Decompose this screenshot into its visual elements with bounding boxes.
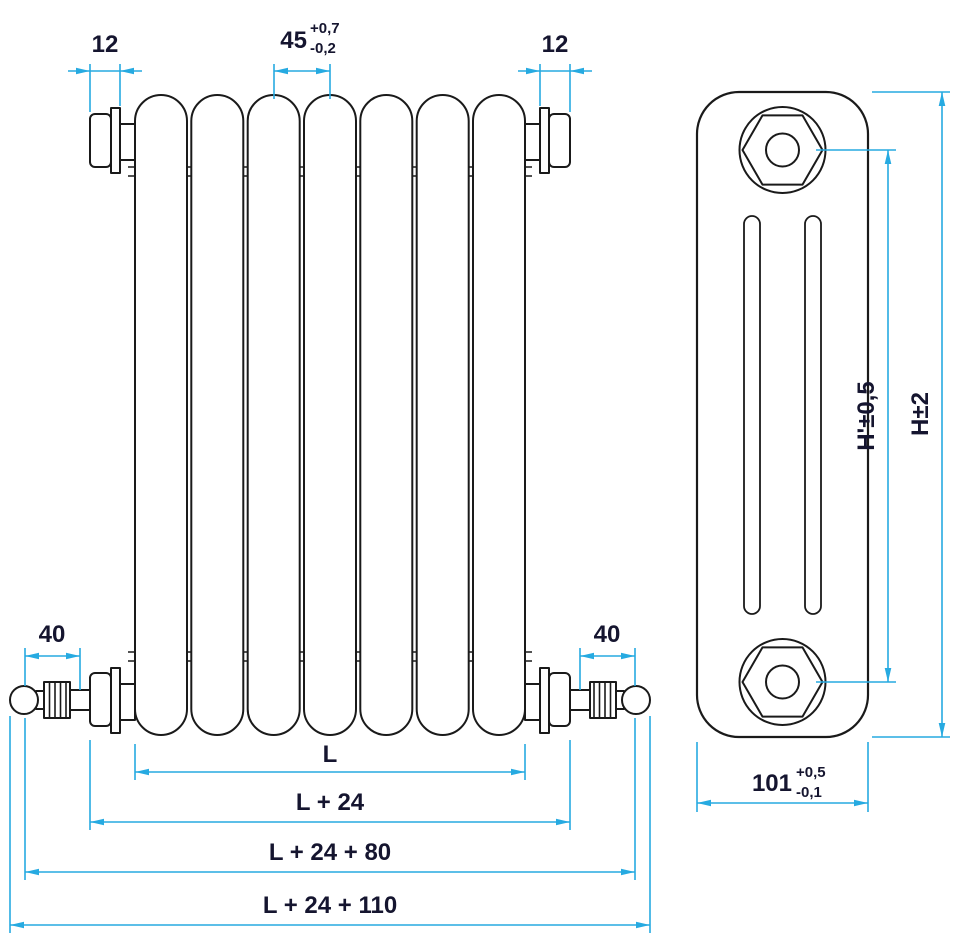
valve-stub: [69, 689, 91, 711]
dim-length-plugs: L + 24: [89, 740, 571, 830]
radiator-tube: [190, 94, 245, 736]
dimensions: 12 45 +0,7 -0,2 12 40: [9, 20, 950, 933]
dim-length: L: [134, 741, 526, 780]
radiator-tube: [134, 94, 188, 736]
dim-overall-height: H±2: [872, 91, 950, 738]
dim-label-length-overall: L + 24 + 110: [263, 892, 397, 919]
radiator-front-view: [9, 94, 651, 736]
plug-flange: [539, 107, 550, 174]
dim-length-overall: L + 24 + 110: [9, 716, 651, 933]
dim-tolerance-minus: -0,1: [796, 784, 822, 801]
valve-stub: [569, 689, 591, 711]
dim-tolerance-plus: +0,7: [310, 20, 340, 37]
valve-ball: [621, 685, 651, 715]
plug-cap: [548, 672, 571, 727]
front-tubes: [134, 94, 526, 736]
dim-label-length-plugs: L + 24: [296, 789, 365, 816]
dim-label-pitch: 45: [280, 27, 307, 54]
bushing-bore-circle: [765, 664, 800, 700]
radiator-tube: [303, 94, 357, 736]
dim-label-length: L: [323, 741, 338, 768]
radiator-side-view: [695, 90, 870, 739]
plug-neck: [119, 683, 136, 721]
plug-neck: [119, 123, 136, 161]
dim-label-depth: 101: [752, 770, 792, 797]
channel-slot-right: [804, 215, 822, 615]
radiator-tube: [246, 94, 301, 736]
valve-ball: [9, 685, 39, 715]
dim-depth: 101 +0,5 -0,1: [696, 742, 869, 812]
radiator-tube: [472, 94, 526, 736]
radiator-tube: [359, 94, 414, 736]
plug-cap: [548, 113, 571, 168]
top-plug-right: [524, 107, 571, 174]
radiator-tube: [415, 94, 470, 736]
plug-cap: [89, 113, 112, 168]
dim-plug-right: 12: [518, 31, 592, 112]
dim-valve-left: 40: [24, 621, 81, 690]
dim-tolerance-minus: -0,2: [310, 40, 336, 57]
valve-left: [9, 681, 91, 719]
dim-valve-right: 40: [579, 621, 636, 690]
bottom-plug-left: [89, 667, 136, 734]
bottom-plug-right: [524, 667, 571, 734]
dim-tolerance-plus: +0,5: [796, 764, 826, 781]
plug-flange: [110, 667, 121, 734]
dim-label-overall-height: H±2: [907, 392, 934, 436]
bushing-bore-circle: [765, 132, 800, 168]
dim-label-valve-left: 40: [39, 621, 66, 648]
dim-label-plug-right: 12: [542, 31, 569, 58]
top-bushing: [738, 106, 827, 194]
channel-slot-left: [743, 215, 761, 615]
plug-cap: [89, 672, 112, 727]
plug-neck: [524, 123, 541, 161]
dim-label-plug-left: 12: [92, 31, 119, 58]
dim-label-hub-distance: H'±0,5: [853, 381, 880, 451]
dim-hub-distance: H'±0,5: [816, 149, 896, 683]
plug-flange: [539, 667, 550, 734]
bottom-bushing: [738, 638, 827, 726]
valve-right: [569, 681, 651, 719]
plug-flange: [110, 107, 121, 174]
side-body: [695, 90, 870, 739]
dim-plug-left: 12: [68, 31, 142, 112]
top-plug-left: [89, 107, 136, 174]
dim-pitch: 45 +0,7 -0,2: [273, 20, 340, 99]
plug-neck: [524, 683, 541, 721]
dim-length-valves: L + 24 + 80: [24, 718, 636, 880]
dim-label-length-valves: L + 24 + 80: [269, 839, 391, 866]
dim-label-valve-right: 40: [594, 621, 621, 648]
